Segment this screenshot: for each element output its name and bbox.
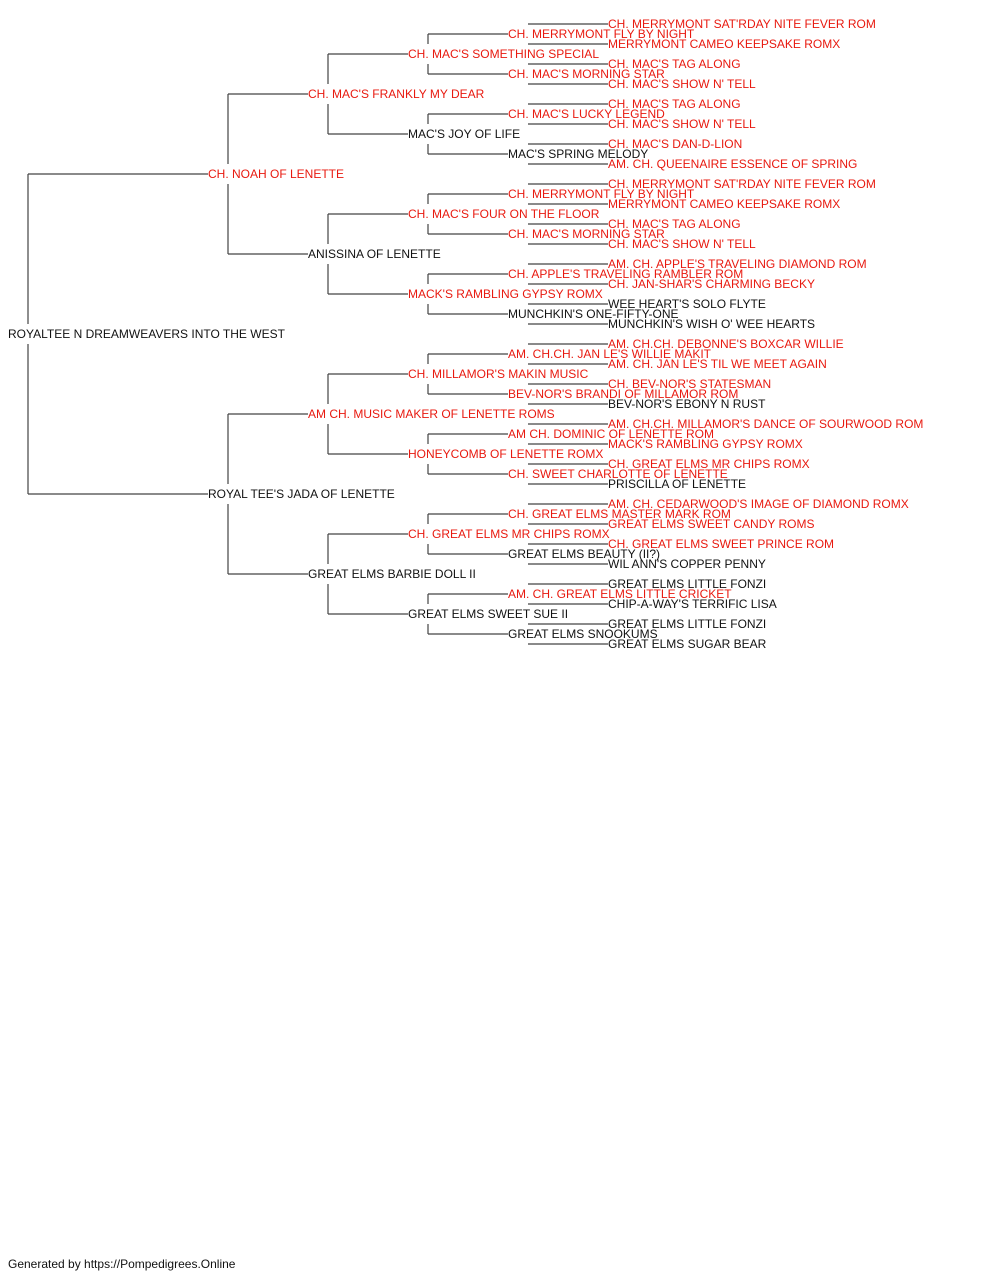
ancestor-name: MACK'S RAMBLING GYPSY ROMX — [408, 287, 603, 301]
ancestor-name: BEV-NOR'S BRANDI OF MILLAMOR ROM — [508, 387, 739, 401]
ancestor-name: AM. CH.CH. DEBONNE'S BOXCAR WILLIE — [608, 337, 844, 351]
ancestor-name: AM CH. MUSIC MAKER OF LENETTE ROMS — [308, 407, 555, 421]
ancestor-name: GREAT ELMS SUGAR BEAR — [608, 637, 767, 651]
ancestor-name: CH. SWEET CHARLOTTE OF LENETTE — [508, 467, 728, 481]
ancestor-name: CH. BEV-NOR'S STATESMAN — [608, 377, 772, 391]
ancestor-name: CH. JAN-SHAR'S CHARMING BECKY — [608, 277, 815, 291]
ancestor-name: CH. MERRYMONT FLY BY NIGHT — [508, 27, 695, 41]
ancestor-name: CH. MERRYMONT FLY BY NIGHT — [508, 187, 695, 201]
ancestor-name: MUNCHKIN'S ONE-FIFTY-ONE — [508, 307, 679, 321]
ancestor-name: ROYAL TEE'S JADA OF LENETTE — [208, 487, 395, 501]
ancestor-name: CH. MAC'S SHOW N' TELL — [608, 117, 756, 131]
ancestor-name: GREAT ELMS BARBIE DOLL II — [308, 567, 476, 581]
ancestor-name: MERRYMONT CAMEO KEEPSAKE ROMX — [608, 197, 841, 211]
ancestor-name: CH. NOAH OF LENETTE — [208, 167, 345, 181]
ancestor-name: WIL ANN'S COPPER PENNY — [608, 557, 766, 571]
ancestor-name: GREAT ELMS LITTLE FONZI — [608, 577, 767, 591]
ancestor-name: MAC'S JOY OF LIFE — [408, 127, 521, 141]
ancestor-name: AM. CH. JAN LE'S TIL WE MEET AGAIN — [608, 357, 827, 371]
ancestor-name: GREAT ELMS SWEET CANDY ROMS — [608, 517, 815, 531]
ancestor-name: CH. MAC'S DAN-D-LION — [608, 137, 743, 151]
ancestor-name: AM CH. DOMINIC OF LENETTE ROM — [508, 427, 715, 441]
ancestor-name: CH. MAC'S FOUR ON THE FLOOR — [408, 207, 600, 221]
ancestor-name: AM. CH.CH. JAN LE'S WILLIE MAKIT — [508, 347, 711, 361]
ancestor-name: AM. CH. CEDARWOOD'S IMAGE OF DIAMOND ROM… — [608, 497, 909, 511]
ancestor-name: CH. MAC'S MORNING STAR — [508, 227, 665, 241]
ancestor-name: AM. CH.CH. MILLAMOR'S DANCE OF SOURWOOD … — [608, 417, 924, 431]
ancestor-name: MACK'S RAMBLING GYPSY ROMX — [608, 437, 803, 451]
ancestor-name: CH. MAC'S FRANKLY MY DEAR — [308, 87, 485, 101]
ancestor-name: GREAT ELMS SNOOKUMS — [508, 627, 658, 641]
ancestor-name: CH. MILLAMOR'S MAKIN MUSIC — [408, 367, 589, 381]
ancestor-name: CH. MAC'S TAG ALONG — [608, 57, 741, 71]
ancestor-name: CHIP-A-WAY'S TERRIFIC LISA — [608, 597, 777, 611]
ancestor-name: BEV-NOR'S EBONY N RUST — [608, 397, 766, 411]
ancestor-name: CH. MAC'S MORNING STAR — [508, 67, 665, 81]
ancestor-name: MUNCHKIN'S WISH O' WEE HEARTS — [608, 317, 816, 331]
ancestor-name: GREAT ELMS BEAUTY (II?) — [508, 547, 661, 561]
ancestor-name: AM. CH. GREAT ELMS LITTLE CRICKET — [508, 587, 732, 601]
ancestor-name: CH. MAC'S LUCKY LEGEND — [508, 107, 665, 121]
ancestor-name: MAC'S SPRING MELODY — [508, 147, 649, 161]
ancestor-name: WEE HEART'S SOLO FLYTE — [608, 297, 766, 311]
ancestor-name: CH. GREAT ELMS MASTER MARK ROM — [508, 507, 731, 521]
ancestor-name: CH. MAC'S SOMETHING SPECIAL — [408, 47, 599, 61]
ancestor-name: GREAT ELMS SWEET SUE II — [408, 607, 569, 621]
ancestor-name: PRISCILLA OF LENETTE — [608, 477, 747, 491]
generated-by-footer: Generated by https://Pompedigrees.Online — [8, 1257, 236, 1271]
ancestor-name: CH. MAC'S SHOW N' TELL — [608, 77, 756, 91]
ancestor-name: AM. CH. APPLE'S TRAVELING DIAMOND ROM — [608, 257, 867, 271]
ancestor-name: CH. APPLE'S TRAVELING RAMBLER ROM — [508, 267, 744, 281]
ancestor-name: HONEYCOMB OF LENETTE ROMX — [408, 447, 604, 461]
ancestor-name: CH. GREAT ELMS MR CHIPS ROMX — [608, 457, 810, 471]
ancestor-name: AM. CH. QUEENAIRE ESSENCE OF SPRING — [608, 157, 858, 171]
ancestor-name: CH. GREAT ELMS MR CHIPS ROMX — [408, 527, 610, 541]
ancestor-name: CH. MERRYMONT SAT'RDAY NITE FEVER ROM — [608, 17, 876, 31]
ancestor-name: CH. MAC'S TAG ALONG — [608, 217, 741, 231]
ancestor-name: ANISSINA OF LENETTE — [308, 247, 441, 261]
ancestor-name: MERRYMONT CAMEO KEEPSAKE ROMX — [608, 37, 841, 51]
ancestor-name: CH. MAC'S TAG ALONG — [608, 97, 741, 111]
ancestor-name: GREAT ELMS LITTLE FONZI — [608, 617, 767, 631]
subject-dog-name: ROYALTEE N DREAMWEAVERS INTO THE WEST — [8, 327, 285, 341]
ancestor-name: CH. MAC'S SHOW N' TELL — [608, 237, 756, 251]
ancestor-name: CH. GREAT ELMS SWEET PRINCE ROM — [608, 537, 835, 551]
ancestor-name: CH. MERRYMONT SAT'RDAY NITE FEVER ROM — [608, 177, 876, 191]
